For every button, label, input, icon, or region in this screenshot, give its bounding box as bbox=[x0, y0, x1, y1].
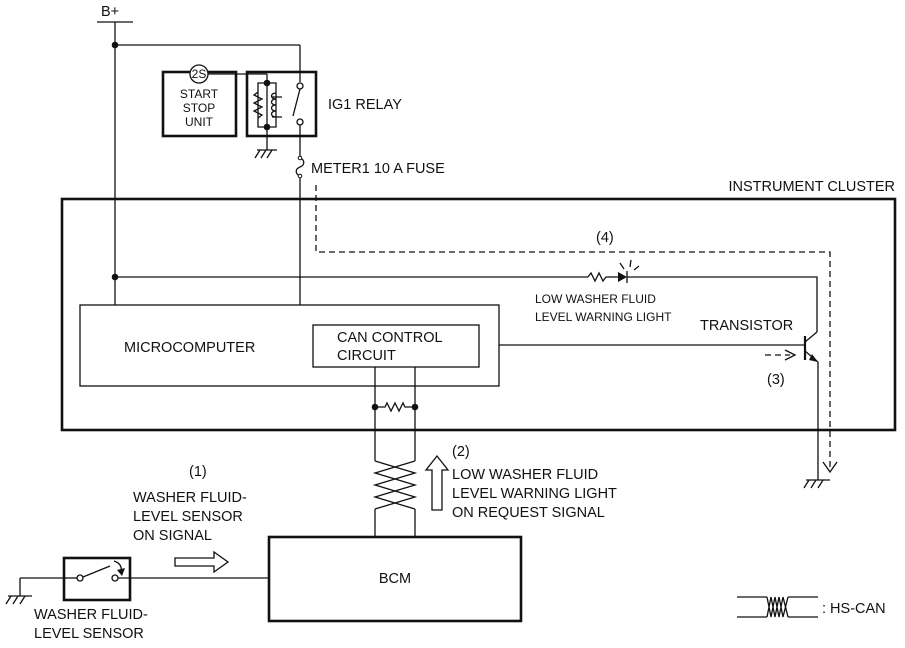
cluster-ground-icon bbox=[803, 479, 824, 489]
instrument-cluster-box bbox=[60, 197, 897, 432]
ig1-relay-box bbox=[245, 70, 318, 138]
relay-resistor bbox=[252, 91, 264, 119]
can-control-label-line2: CIRCUIT bbox=[337, 348, 396, 364]
meter-fuse-label: METER1 10 A FUSE bbox=[311, 161, 445, 177]
warning-light-led-icon bbox=[618, 272, 627, 282]
washer-sensor-box bbox=[62, 556, 132, 602]
bcm-box bbox=[267, 535, 523, 623]
legend-wires bbox=[737, 596, 818, 618]
legend-hs-can-label: : HS-CAN bbox=[822, 601, 886, 617]
ig1-relay-label: IG1 RELAY bbox=[328, 97, 402, 113]
request-signal-arrow-icon bbox=[424, 454, 450, 511]
warning-light-label-line1: LOW WASHER FLUID bbox=[535, 292, 656, 306]
microcomputer-label: MICROCOMPUTER bbox=[124, 340, 255, 356]
can-control-label-line1: CAN CONTROL bbox=[337, 330, 443, 346]
sensor-signal-line2: LEVEL SENSOR bbox=[133, 509, 243, 525]
can-terminator-resistor bbox=[375, 401, 415, 413]
relay-contact-bottom bbox=[296, 118, 304, 126]
transistor-collector bbox=[804, 331, 818, 343]
current-flow-path-4 bbox=[315, 185, 831, 470]
warning-light-rays-icon bbox=[619, 259, 640, 271]
start-stop-badge-text: 2S bbox=[192, 67, 207, 81]
can-control-circuit-box bbox=[312, 324, 480, 368]
sensor-contact-right bbox=[111, 574, 119, 582]
start-stop-unit-line2: STOP bbox=[183, 101, 215, 115]
sensor-signal-line3: ON SIGNAL bbox=[133, 528, 212, 544]
can-twisted-pair bbox=[372, 460, 418, 510]
request-signal-line3: ON REQUEST SIGNAL bbox=[452, 505, 605, 521]
step-3-label: (3) bbox=[767, 372, 785, 388]
sensor-switch-arrow-icon bbox=[117, 568, 125, 576]
meter-fuse-icon bbox=[295, 157, 305, 177]
step-1-label: (1) bbox=[189, 464, 207, 480]
sensor-switch-arm bbox=[82, 565, 111, 578]
relay-switch-arm bbox=[292, 88, 301, 117]
sensor-ground-icon bbox=[5, 595, 26, 605]
warning-light-label-line2: LEVEL WARNING LIGHT bbox=[535, 310, 672, 324]
bplus-label: B+ bbox=[101, 4, 119, 20]
transistor-emitter-arrow bbox=[809, 354, 818, 362]
bcm-label: BCM bbox=[379, 571, 411, 587]
relay-coil bbox=[270, 92, 277, 118]
start-stop-unit-line1: START bbox=[180, 87, 219, 101]
sensor-signal-arrow-icon bbox=[174, 550, 230, 574]
step-2-label: (2) bbox=[452, 444, 470, 460]
fuse-terminal-bottom bbox=[297, 173, 303, 179]
relay-coil-core bbox=[272, 96, 282, 118]
fuse-terminal-top bbox=[297, 155, 303, 161]
step-4-label: (4) bbox=[596, 230, 614, 246]
start-stop-unit-line3: UNIT bbox=[185, 115, 214, 129]
relay-contact-top bbox=[296, 82, 304, 90]
sensor-label-line2: LEVEL SENSOR bbox=[34, 626, 144, 642]
current-flow-arrowhead-3 bbox=[784, 349, 797, 361]
sensor-signal-line1: WASHER FLUID- bbox=[133, 490, 247, 506]
relay-ground-icon bbox=[254, 149, 273, 159]
instrument-cluster-label: INSTRUMENT CLUSTER bbox=[729, 179, 896, 195]
request-signal-line1: LOW WASHER FLUID bbox=[452, 467, 598, 483]
warning-light-to-transistor-wire bbox=[627, 276, 818, 322]
sensor-label-line1: WASHER FLUID- bbox=[34, 607, 148, 623]
legend-twisted-pair-icon bbox=[766, 596, 789, 618]
request-signal-line2: LEVEL WARNING LIGHT bbox=[452, 486, 617, 502]
sensor-contact-left bbox=[76, 574, 84, 582]
transistor-label: TRANSISTOR bbox=[700, 318, 793, 334]
warning-light-resistor bbox=[587, 271, 607, 283]
current-flow-arrowhead-4 bbox=[822, 461, 838, 474]
